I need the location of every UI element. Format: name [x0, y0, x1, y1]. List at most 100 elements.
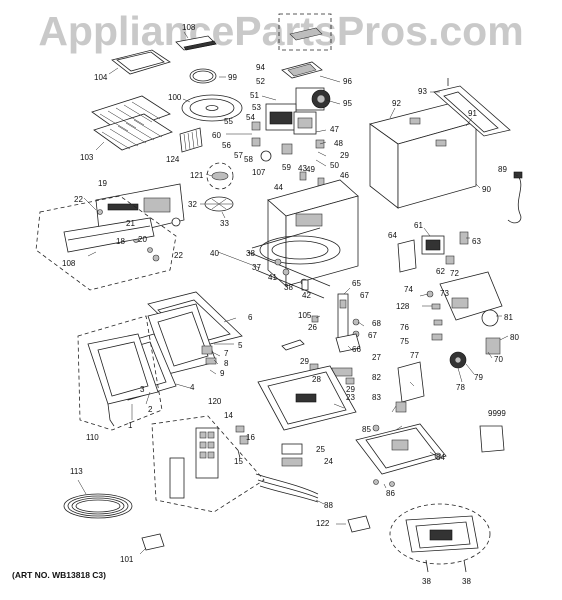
label-29c: 29 — [346, 385, 355, 394]
label-95: 95 — [343, 99, 352, 108]
label-48: 48 — [334, 139, 343, 148]
label-26: 26 — [308, 323, 317, 332]
label-120: 120 — [208, 397, 222, 406]
outer-door-1 — [87, 333, 159, 427]
door-dashed-outline-110 — [77, 315, 163, 431]
label-122: 122 — [316, 519, 330, 528]
label-78: 78 — [456, 383, 465, 392]
vent-grille-124 — [179, 127, 203, 153]
label-88: 88 — [324, 501, 333, 510]
label-108a: 108 — [182, 23, 196, 32]
label-38b: 38 — [284, 283, 293, 292]
label-4: 4 — [190, 383, 195, 392]
label-84: 84 — [436, 453, 445, 462]
label-14: 14 — [224, 411, 233, 420]
label-103: 103 — [80, 153, 94, 162]
label-61: 61 — [414, 221, 423, 230]
label-81: 81 — [504, 313, 513, 322]
label-20: 20 — [138, 235, 147, 244]
fan-motor-95 — [295, 87, 331, 111]
label-56: 56 — [222, 141, 231, 150]
label-9999: 9999 — [488, 409, 506, 418]
door-switch-assembly-72 — [439, 271, 503, 355]
label-40: 40 — [210, 249, 219, 258]
dashed-callout-box-top — [278, 13, 332, 51]
label-94: 94 — [256, 63, 265, 72]
label-28: 28 — [312, 375, 321, 384]
transformer-61 — [421, 235, 445, 255]
oven-cavity — [247, 179, 359, 287]
label-70: 70 — [494, 355, 503, 364]
label-29b: 29 — [300, 357, 309, 366]
turntable-tray-100 — [181, 94, 243, 122]
label-60: 60 — [212, 131, 221, 140]
lamp-housing-82 — [397, 361, 425, 403]
label-8: 8 — [224, 359, 229, 368]
label-83: 83 — [372, 393, 381, 402]
switch-parts-73-81 — [426, 290, 443, 341]
label-44: 44 — [274, 183, 283, 192]
label-74: 74 — [404, 285, 413, 294]
label-82: 82 — [372, 373, 381, 382]
label-57: 57 — [234, 151, 243, 160]
label-27: 27 — [372, 353, 381, 362]
label-9: 9 — [220, 369, 225, 378]
label-46: 46 — [340, 171, 349, 180]
label-105: 105 — [298, 311, 312, 320]
label-89: 89 — [498, 165, 507, 174]
stirrer-121 — [206, 162, 234, 190]
cavity-hardware — [255, 258, 325, 299]
label-49: 49 — [306, 165, 315, 174]
label-110: 110 — [86, 433, 99, 442]
label-32: 32 — [188, 200, 197, 209]
label-77: 77 — [410, 351, 419, 360]
outer-case-90 — [369, 103, 477, 209]
label-23: 23 — [346, 393, 355, 402]
label-18: 18 — [116, 237, 125, 246]
label-54: 54 — [246, 113, 255, 122]
wiring-harness-88 — [255, 473, 319, 503]
label-21: 21 — [126, 219, 135, 228]
stirrer-blade-32 — [204, 196, 234, 212]
label-63: 63 — [472, 237, 481, 246]
label-67b: 67 — [368, 331, 377, 340]
damper-assembly-96 — [281, 61, 323, 79]
label-2: 2 — [148, 405, 153, 414]
label-121: 121 — [190, 171, 204, 180]
installation-kit-113 — [63, 493, 133, 519]
label-58: 58 — [244, 155, 253, 164]
charcoal-filter-104 — [111, 49, 171, 75]
label-47: 47 — [330, 125, 339, 134]
label-15: 15 — [234, 457, 243, 466]
keypad-membrane — [195, 427, 219, 479]
label-92: 92 — [392, 99, 401, 108]
label-1: 1 — [128, 421, 133, 430]
label-22b: 22 — [174, 251, 183, 260]
label-55: 55 — [224, 117, 233, 126]
label-33: 33 — [220, 219, 229, 228]
label-65: 65 — [352, 279, 361, 288]
label-38c: 38 — [422, 577, 431, 586]
fasteners-86 — [373, 479, 395, 487]
label-38d: 38 — [462, 577, 471, 586]
label-104: 104 — [94, 73, 108, 82]
bracket-64 — [397, 239, 417, 273]
label-101: 101 — [120, 555, 134, 564]
fan-motor-78 — [449, 351, 467, 369]
label-128: 128 — [396, 302, 410, 311]
label-50: 50 — [330, 161, 339, 170]
label-3: 3 — [140, 385, 145, 394]
hinge-parts-105-26 — [281, 315, 319, 351]
leader-lines — [77, 31, 519, 555]
label-100: 100 — [168, 93, 182, 102]
sheet-101 — [141, 533, 165, 551]
relay-62 — [445, 255, 455, 265]
panel-parts-18-22 — [97, 209, 160, 262]
label-43: 43 — [298, 164, 307, 173]
label-5: 5 — [238, 341, 243, 350]
label-108: 108 — [62, 259, 76, 268]
watermark-text: AppliancePartsPros.com — [38, 8, 524, 54]
label-113: 113 — [70, 467, 83, 476]
label-85: 85 — [362, 425, 371, 434]
